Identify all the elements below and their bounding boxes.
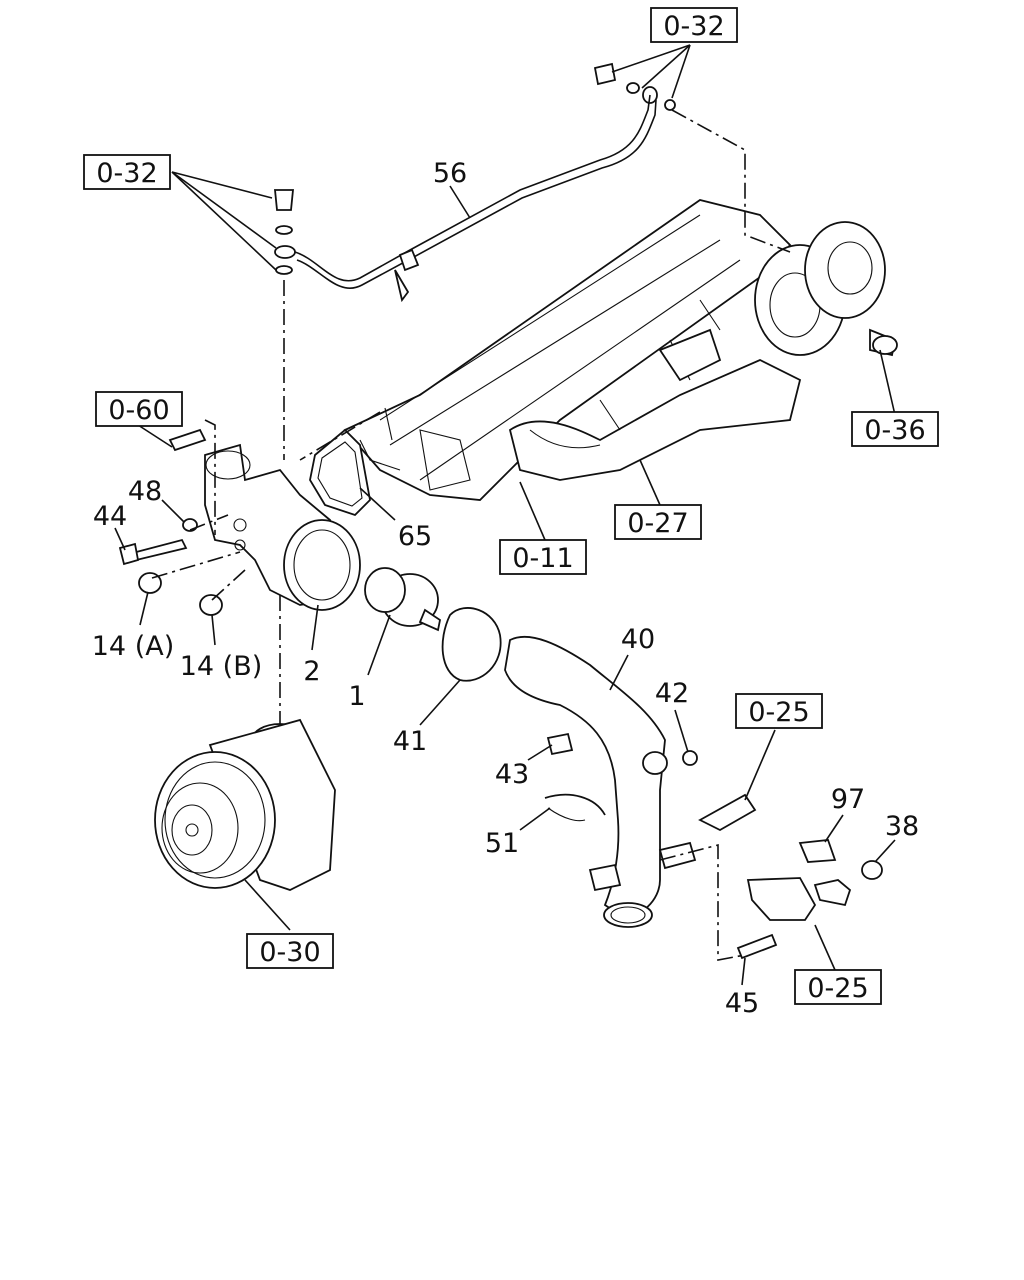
bracket-lower: [746, 877, 817, 921]
svg-text:0-27: 0-27: [627, 508, 688, 539]
callout-45: 45: [725, 988, 759, 1019]
ref-0-36: 0-36: [851, 411, 939, 447]
callout-44: 44: [93, 501, 127, 532]
callout-2: 2: [303, 656, 320, 687]
svg-text:0-25: 0-25: [748, 697, 809, 728]
leader-lines: [114, 44, 896, 986]
svg-text:0-32: 0-32: [96, 158, 157, 189]
water-pump: [154, 718, 336, 891]
svg-text:0-11: 0-11: [512, 543, 573, 574]
callout-14b: 14 (B): [180, 651, 263, 682]
callout-51: 51: [485, 828, 519, 859]
ref-0-25-upper: 0-25: [735, 693, 823, 729]
svg-text:0-32: 0-32: [663, 11, 724, 42]
ref-0-27: 0-27: [614, 504, 702, 540]
svg-text:0-25: 0-25: [807, 973, 868, 1004]
ref-0-25-lower: 0-25: [794, 969, 882, 1005]
ref-0-32-left: 0-32: [83, 154, 171, 190]
callout-42: 42: [655, 678, 689, 709]
callout-14a: 14 (A): [92, 631, 174, 662]
ref-0-32-top: 0-32: [650, 7, 738, 43]
svg-text:0-30: 0-30: [259, 937, 320, 968]
thermostat: [364, 567, 442, 632]
cylinder-head: [343, 199, 792, 501]
thermostat-housing: [204, 443, 361, 611]
bracket-upper: [698, 793, 757, 832]
callout-38: 38: [885, 811, 919, 842]
callout-97: 97: [831, 784, 865, 815]
svg-text:0-36: 0-36: [864, 415, 925, 446]
callout-56: 56: [433, 158, 467, 189]
callout-65: 65: [398, 521, 432, 552]
oil-pipe: [294, 94, 657, 303]
ref-0-30: 0-30: [246, 933, 334, 969]
ref-0-11: 0-11: [499, 539, 587, 575]
callout-43: 43: [495, 759, 529, 790]
callout-1: 1: [348, 681, 365, 712]
bracket-arm: [813, 879, 852, 907]
gasket-41: [441, 607, 502, 682]
exhaust-manifold: [508, 299, 802, 481]
ref-0-60: 0-60: [95, 391, 183, 427]
callout-40: 40: [621, 624, 655, 655]
callout-41: 41: [393, 726, 427, 757]
water-outlet-pipe: [504, 635, 697, 928]
turbocharger: [754, 221, 898, 357]
callout-48: 48: [128, 476, 162, 507]
svg-text:0-60: 0-60: [108, 395, 169, 426]
gasket-65-inner: [317, 441, 363, 507]
